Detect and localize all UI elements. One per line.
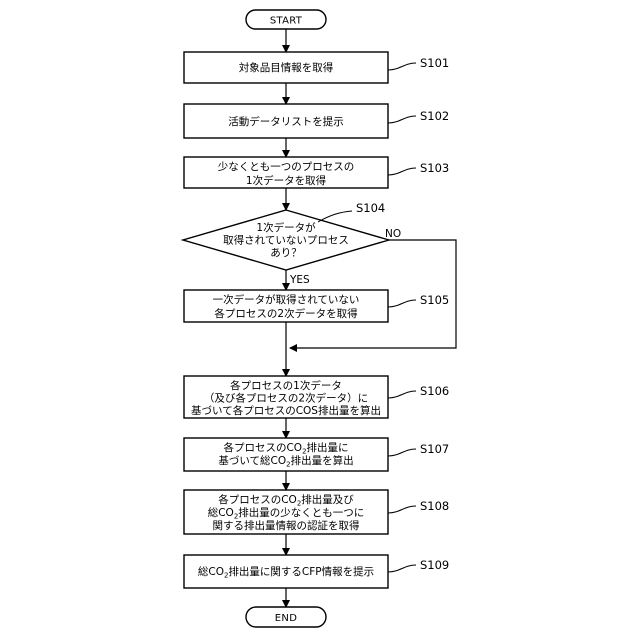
step-s108-text: 各プロセスのCO2排出量及び総CO2排出量の少なくとも一つに関する排出量情報の認… <box>208 493 365 532</box>
text-part: 各プロセスのCO <box>218 493 297 506</box>
step-s103-line-2: 1次データを取得 <box>246 174 326 187</box>
step-s108-line-1: 各プロセスのCO2排出量及び <box>218 493 354 508</box>
text-part: 排出量の少なくとも一つに <box>238 506 364 519</box>
step-s108-line-2: 総CO2排出量の少なくとも一つに <box>208 506 365 521</box>
step-s101: 対象品目情報を取得 S101 <box>184 52 449 83</box>
text-part: 総CO <box>208 506 234 519</box>
step-s103-label: S103 <box>420 161 449 175</box>
step-s106-line-1: 各プロセスの1次データ <box>230 379 342 392</box>
branch-yes-label: YES <box>289 274 310 286</box>
decision-s104-label: S104 <box>356 201 385 215</box>
step-s107: 各プロセスのCO2排出量に基づいて総CO2排出量を算出 S107 <box>184 438 449 471</box>
step-s106: 各プロセスの1次データ（及び各プロセスの2次データ）に基づいて各プロセスのCOS… <box>184 376 449 418</box>
step-s106-line-2: （及び各プロセスの2次データ）に <box>204 392 368 405</box>
end-terminal: END <box>246 607 326 627</box>
step-s105: 一次データが取得されていない各プロセスの2次データを取得 S105 <box>184 290 449 322</box>
step-s105-label: S105 <box>420 293 449 307</box>
step-s105-line-1: 一次データが取得されていない <box>213 293 360 306</box>
text-part: 基づいて総CO <box>218 454 286 467</box>
decision-s104: 1次データが取得されていないプロセスあり？ S104 NO YES <box>183 201 401 286</box>
step-s101-line-1: 対象品目情報を取得 <box>239 61 334 74</box>
text-part: 排出量に <box>307 441 349 454</box>
step-s107-line-1: 各プロセスのCO2排出量に <box>223 441 348 456</box>
step-s103: 少なくとも一つのプロセスの1次データを取得 S103 <box>184 157 449 188</box>
text-part: 関する排出量情報の認証を取得 <box>213 519 360 532</box>
step-s106-line-3: 基づいて各プロセスのCOS排出量を算出 <box>191 404 381 417</box>
step-s104-line-2: 取得されていないプロセス <box>223 235 349 247</box>
step-s108-label: S108 <box>420 499 449 513</box>
step-s108: 各プロセスのCO2排出量及び総CO2排出量の少なくとも一つに関する排出量情報の認… <box>184 490 449 534</box>
step-s101-label: S101 <box>420 56 449 70</box>
text-part: 排出量に関するCFP情報を提示 <box>228 565 374 578</box>
step-s104-line-1: 1次データが <box>256 221 316 234</box>
start-label: START <box>270 16 303 27</box>
step-s102-line-1: 活動データリストを提示 <box>228 115 344 128</box>
step-s104-line-3: あり？ <box>270 247 302 259</box>
step-s108-line-3: 関する排出量情報の認証を取得 <box>213 519 360 532</box>
step-s105-line-2: 各プロセスの2次データを取得 <box>214 307 357 320</box>
step-s102-text: 活動データリストを提示 <box>228 115 344 128</box>
branch-no-label: NO <box>385 228 401 240</box>
end-label: END <box>275 613 297 624</box>
step-s102: 活動データリストを提示 S102 <box>184 104 449 138</box>
step-s107-label: S107 <box>420 442 449 456</box>
step-s109-label: S109 <box>420 558 449 572</box>
text-part: 各プロセスのCO <box>223 441 302 454</box>
text-part: 排出量及び <box>301 493 354 506</box>
step-s107-text: 各プロセスのCO2排出量に基づいて総CO2排出量を算出 <box>218 441 353 469</box>
step-s101-text: 対象品目情報を取得 <box>239 61 334 74</box>
step-s109: 総CO2排出量に関するCFP情報を提示 S109 <box>184 555 449 588</box>
text-part: 総CO <box>198 565 224 578</box>
step-s106-label: S106 <box>420 384 449 398</box>
step-s102-label: S102 <box>420 109 449 123</box>
step-s103-line-1: 少なくとも一つのプロセスの <box>218 161 355 173</box>
step-s107-line-2: 基づいて総CO2排出量を算出 <box>218 454 353 469</box>
text-part: 排出量を算出 <box>291 454 354 467</box>
start-terminal: START <box>246 10 326 29</box>
